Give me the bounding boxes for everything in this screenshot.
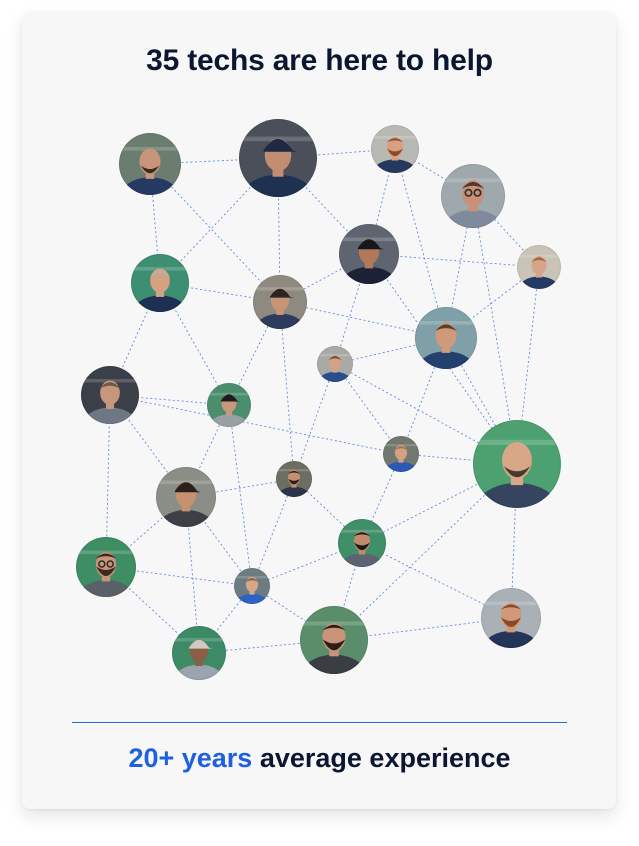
connector-line [400, 337, 447, 455]
connector-line [185, 404, 230, 498]
avatar-ring [81, 366, 139, 424]
connector-line [109, 394, 187, 498]
avatar-ring [383, 436, 419, 472]
experience-highlight: 20+ years [128, 743, 253, 773]
connector-line [333, 542, 363, 641]
avatar-ring [317, 346, 353, 382]
avatar-ring [234, 568, 270, 604]
connector-line [149, 157, 279, 165]
tech-avatar [383, 436, 419, 472]
avatar-ring [119, 133, 181, 195]
connector-line [293, 363, 336, 480]
connector-line [279, 253, 370, 303]
connector-line [334, 363, 402, 455]
avatar-ring [131, 254, 189, 312]
connector-line [279, 301, 447, 339]
avatar-ring [339, 224, 399, 284]
connector-line [228, 404, 253, 587]
connector-line [109, 394, 402, 455]
page-title: 35 techs are here to help [146, 44, 493, 77]
avatar-ring [481, 588, 541, 648]
avatar-ring [473, 420, 561, 508]
avatar-ring [207, 383, 251, 427]
connector-line [334, 363, 518, 465]
tech-avatar [119, 133, 181, 195]
tech-avatar [81, 366, 139, 424]
connector-line [361, 542, 512, 619]
tech-avatar [338, 519, 386, 567]
tech-avatar [156, 467, 216, 527]
connector-line [516, 266, 540, 465]
avatar-ring [441, 164, 505, 228]
tech-avatar [131, 254, 189, 312]
connector-line [105, 566, 253, 587]
tech-avatar [76, 537, 136, 597]
tech-avatar [253, 275, 307, 329]
tech-avatar [239, 119, 317, 197]
tech-avatar [473, 420, 561, 508]
tech-avatar [517, 245, 561, 289]
avatar-ring [300, 606, 368, 674]
tech-avatar [371, 125, 419, 173]
avatar-ring [156, 467, 216, 527]
avatar-ring [338, 519, 386, 567]
connector-line [251, 478, 295, 587]
tech-avatar [441, 164, 505, 228]
experience-label: average experience [259, 743, 511, 773]
avatar-ring [253, 275, 307, 329]
avatar-ring [415, 307, 477, 369]
network-avatars [76, 119, 561, 680]
avatar-ring [76, 537, 136, 597]
tech-avatar [300, 606, 368, 674]
experience-stat: 20+ years average experience [0, 743, 639, 774]
connector-line [472, 195, 518, 465]
connector-line [510, 463, 518, 619]
divider [72, 722, 567, 723]
connector-line [149, 163, 281, 303]
tech-avatar [172, 626, 226, 680]
avatar-ring [239, 119, 317, 197]
tech-avatar [234, 568, 270, 604]
connector-line [185, 496, 200, 654]
avatar-ring [517, 245, 561, 289]
tech-avatar [481, 588, 541, 648]
connector-line [105, 566, 200, 654]
tech-avatar [339, 224, 399, 284]
avatar-ring [371, 125, 419, 173]
avatar-ring [276, 461, 312, 497]
tech-avatar [415, 307, 477, 369]
tech-avatar [317, 346, 353, 382]
tech-avatar [207, 383, 251, 427]
connector-line [394, 148, 447, 339]
tech-avatar [276, 461, 312, 497]
avatar-ring [172, 626, 226, 680]
connector-line [400, 453, 518, 465]
